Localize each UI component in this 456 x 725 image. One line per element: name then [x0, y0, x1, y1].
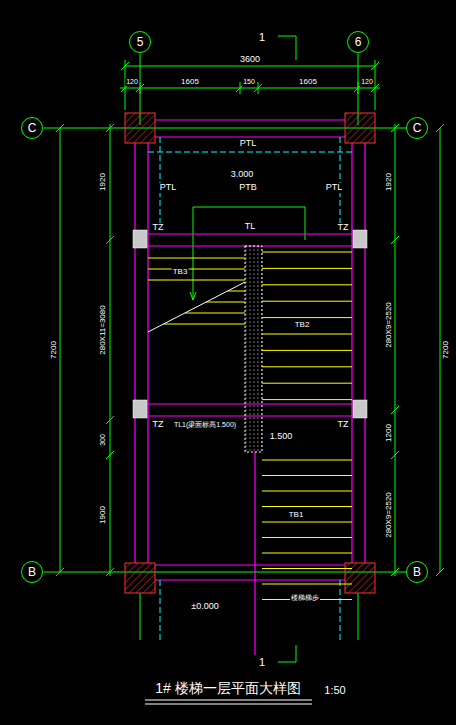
dimension: 120 — [360, 78, 374, 86]
column-label: TZ — [152, 223, 165, 233]
note: 楼梯梯步 — [290, 594, 320, 602]
dimension: 280X9=2520 — [385, 491, 394, 539]
dimension: 120 — [125, 78, 139, 86]
slab-label: PTB — [238, 183, 258, 193]
elevation: 1.500 — [269, 432, 294, 442]
beam-label: PTL — [325, 183, 344, 193]
beam-label: PTL — [159, 183, 178, 193]
dimension: 280X9=2520 — [385, 301, 394, 349]
axis-label: B — [28, 566, 36, 578]
dimension: 1605 — [180, 78, 200, 87]
dimension: 280X11=3080 — [99, 304, 108, 355]
dimension: 7200 — [50, 340, 59, 360]
grid-bubble: 6 — [347, 31, 369, 53]
dimension: 1200 — [385, 423, 394, 443]
beam-label: TL1(梁面标高1.500) — [173, 421, 237, 429]
column-label: TZ — [337, 223, 350, 233]
section-number: 1 — [258, 656, 266, 668]
axis-label: C — [413, 122, 422, 134]
grid-bubble: C — [406, 117, 428, 139]
stair-label: TB3 — [172, 268, 189, 277]
dimension: 1920 — [99, 172, 108, 192]
grid-bubble: B — [406, 561, 428, 583]
dimension: 3600 — [239, 55, 261, 65]
column-label: TZ — [337, 420, 350, 430]
dimension: 1900 — [99, 505, 108, 525]
axis-label: 5 — [137, 36, 144, 48]
beam-label: TL — [244, 222, 257, 232]
beam-label: PTL — [239, 139, 258, 149]
column-label: TZ — [152, 420, 165, 430]
elevation: 3.000 — [230, 170, 255, 180]
elevation: ±0.000 — [190, 602, 219, 612]
grid-bubble: 5 — [129, 31, 151, 53]
axis-label: B — [413, 566, 421, 578]
stair-label: TB2 — [294, 321, 311, 330]
axis-label: C — [28, 122, 37, 134]
scale: 1:50 — [323, 684, 346, 696]
dimension: 7200 — [442, 340, 451, 360]
axis-label: 6 — [355, 36, 362, 48]
dimension: 1920 — [385, 172, 394, 192]
grid-bubble: C — [21, 117, 43, 139]
stair-label: TB1 — [288, 511, 305, 520]
grid-bubble: B — [21, 561, 43, 583]
dimension: 300 — [99, 433, 107, 447]
dimension: 150 — [242, 78, 256, 86]
drawing-title: 1# 楼梯一层平面大样图 — [154, 681, 301, 696]
dimension: 1605 — [298, 78, 318, 87]
section-number: 1 — [258, 31, 266, 43]
